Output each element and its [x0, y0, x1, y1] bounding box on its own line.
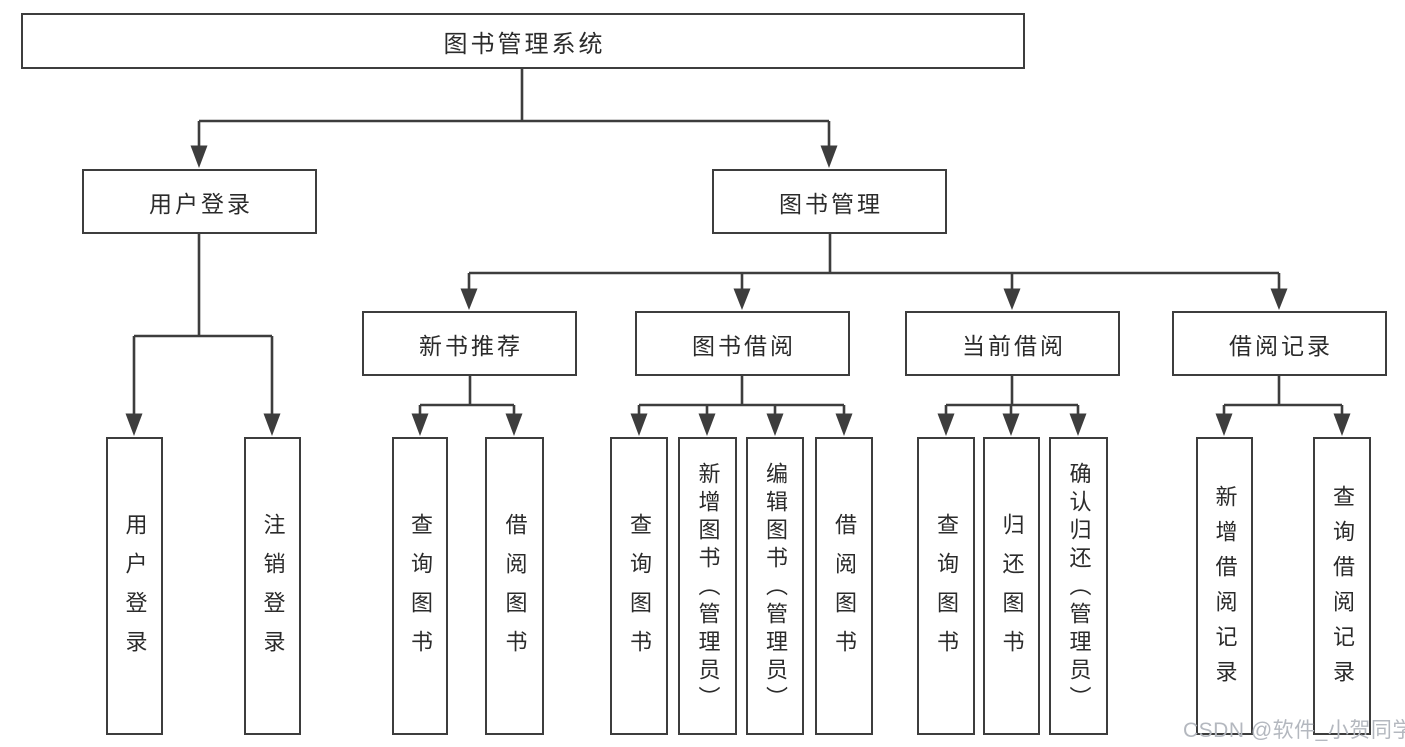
leaf-query-books-current: 查询图书 — [917, 437, 975, 735]
node-label: 注销登录 — [260, 512, 286, 669]
node-label: 新增图书（管理员） — [695, 461, 721, 714]
node-library-management-system: 图书管理系统 — [21, 13, 1025, 69]
node-book-borrowing: 图书借阅 — [635, 311, 850, 376]
tree-branch-lines — [132, 69, 1344, 414]
leaf-query-books-borrowing: 查询图书 — [610, 437, 668, 735]
leaf-add-borrow-record: 新增借阅记录 — [1196, 437, 1253, 735]
leaf-return-books: 归还图书 — [983, 437, 1040, 735]
leaf-user-login: 用户登录 — [106, 437, 163, 735]
node-user-login: 用户登录 — [82, 169, 317, 234]
leaf-edit-books-admin: 编辑图书（管理员） — [746, 437, 804, 735]
node-new-book-recommendation: 新书推荐 — [362, 311, 577, 376]
leaf-query-borrow-record: 查询借阅记录 — [1313, 437, 1371, 735]
leaf-borrow-books-recommend: 借阅图书 — [485, 437, 544, 735]
leaf-add-books-admin: 新增图书（管理员） — [678, 437, 737, 735]
node-label: 编辑图书（管理员） — [763, 461, 788, 714]
node-label: 借阅图书 — [832, 512, 857, 669]
node-label: 新书推荐 — [419, 332, 523, 359]
leaf-borrow-books: 借阅图书 — [815, 437, 873, 735]
node-label: 借阅记录 — [1229, 332, 1333, 359]
node-label: 新增借阅记录 — [1212, 484, 1238, 695]
leaf-query-books-recommend: 查询图书 — [392, 437, 448, 735]
arrowheads — [125, 145, 1351, 436]
node-label: 图书管理 — [779, 190, 883, 217]
node-label: 查询图书 — [408, 512, 433, 669]
node-label: 查询图书 — [934, 512, 959, 669]
node-label: 图书管理系统 — [443, 30, 606, 58]
node-book-management: 图书管理 — [712, 169, 947, 234]
leaf-confirm-return-admin: 确认归还（管理员） — [1049, 437, 1108, 735]
leaf-logout: 注销登录 — [244, 437, 301, 735]
node-label: 查询图书 — [627, 512, 652, 669]
node-label: 用户登录 — [149, 190, 253, 217]
node-label: 确认归还（管理员） — [1066, 461, 1092, 714]
node-label: 图书借阅 — [692, 332, 796, 359]
node-label: 查询借阅记录 — [1330, 484, 1355, 695]
node-label: 当前借阅 — [962, 332, 1066, 359]
csdn-watermark: CSDN @软件_小贺同学 — [1183, 719, 1405, 742]
node-label: 归还图书 — [999, 512, 1025, 669]
node-current-borrowing: 当前借阅 — [905, 311, 1120, 376]
node-borrowing-records: 借阅记录 — [1172, 311, 1387, 376]
node-label: 用户登录 — [122, 512, 148, 669]
node-label: 借阅图书 — [502, 512, 528, 669]
